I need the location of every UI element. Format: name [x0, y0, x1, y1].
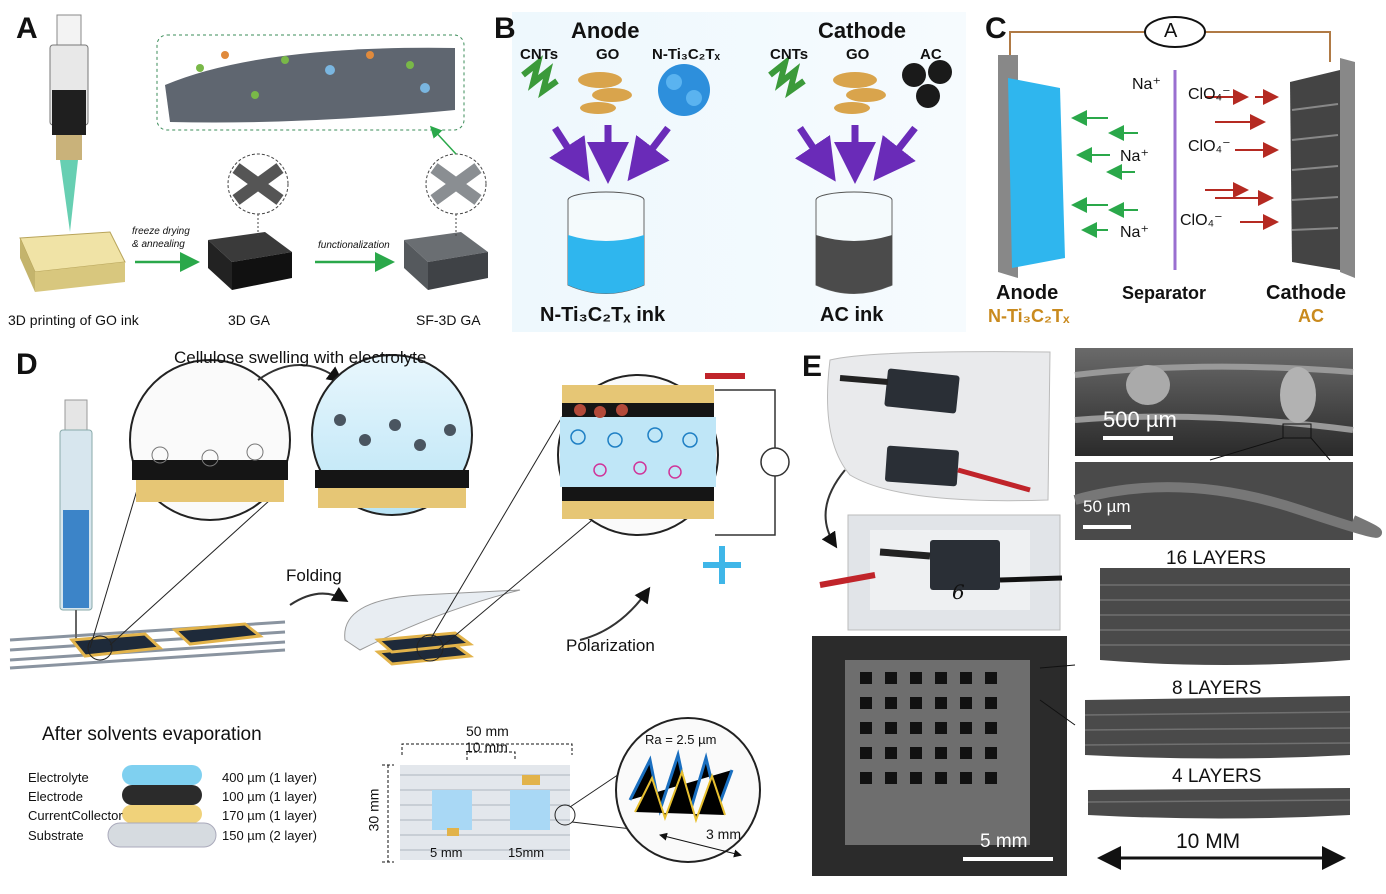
arrow-label-annealing: & annealing [132, 239, 185, 250]
dim-15mm: 15mm [508, 845, 545, 860]
panel-b [512, 12, 966, 332]
arrow-label-freeze-drying: freeze drying [132, 226, 190, 237]
anode-item-go: GO [596, 46, 620, 63]
panel-letter-b: B [494, 12, 516, 45]
label-16-layers: 16 LAYERS [1166, 548, 1266, 569]
caption-sf-3d-ga: SF-3D GA [416, 312, 481, 328]
anode-item-nti3c2tx: N-Ti₃C₂Tₓ [652, 46, 720, 63]
layer-name-electrolyte: Electrolyte [28, 770, 89, 785]
panel-d [9, 354, 790, 863]
c-cathode-label: Cathode [1266, 282, 1346, 304]
cathode-item-cnts: CNTs [770, 46, 809, 63]
ion-na-3: Na⁺ [1120, 224, 1149, 241]
c-cathode-material: AC [1298, 306, 1324, 326]
cathode-ink-label: AC ink [820, 304, 884, 326]
polarization-label: Polarization [566, 636, 655, 655]
dim-30mm: 30 mm [365, 788, 382, 832]
c-anode-material: N-Ti₃C₂Tₓ [988, 306, 1070, 326]
anode-title: Anode [571, 18, 640, 43]
scale-500um: 500 µm [1103, 407, 1177, 432]
cathode-item-go: GO [846, 46, 870, 63]
scale-50um: 50 µm [1083, 497, 1131, 516]
roughness-label: Ra = 2.5 µm [645, 732, 717, 747]
scale-10mm: 10 MM [1176, 830, 1241, 853]
anode-item-cnts: CNTs [520, 46, 559, 63]
label-4-layers: 4 LAYERS [1172, 766, 1262, 787]
panel-e [812, 348, 1382, 876]
cathode-title: Cathode [818, 18, 906, 43]
label-8-layers: 8 LAYERS [1172, 678, 1262, 699]
swelling-label: Cellulose swelling with electrolyte [174, 348, 427, 367]
panel-c [998, 16, 1355, 278]
panel-letter-e: E [802, 350, 823, 383]
panel-letter-c: C [985, 12, 1007, 45]
anode-ink-label: N-Ti₃C₂Tₓ ink [540, 304, 666, 326]
layer-name-electrode: Electrode [28, 789, 83, 804]
panel-letter-a: A [16, 12, 38, 45]
dim-5mm: 5 mm [430, 845, 463, 860]
caption-3d-ga: 3D GA [228, 312, 271, 328]
after-evaporation-label: After solvents evaporation [42, 724, 262, 745]
pouch-marker-digit: 6 [952, 580, 965, 604]
panel-a [19, 14, 488, 292]
dim-10mm: 10 mm [465, 739, 508, 755]
layer-thickness-substrate: 150 µm (2 layer) [222, 828, 317, 843]
layer-thickness-electrolyte: 400 µm (1 layer) [222, 770, 317, 785]
dim-50mm: 50 mm [466, 723, 509, 739]
scale-5mm: 5 mm [980, 831, 1028, 852]
ammeter-label: A [1164, 20, 1178, 42]
folding-label: Folding [286, 566, 342, 585]
caption-3d-printing: 3D printing of GO ink [8, 312, 139, 328]
arrow-label-functionalization: functionalization [318, 240, 390, 251]
layer-name-current-collector: CurrentCollector [28, 808, 123, 823]
c-anode-label: Anode [996, 282, 1059, 304]
layer-name-substrate: Substrate [28, 828, 84, 843]
dim-3mm: 3 mm [706, 826, 741, 842]
ion-clo4-3: ClO₄⁻ [1180, 212, 1223, 229]
panel-letter-d: D [16, 348, 38, 381]
ion-clo4-2: ClO₄⁻ [1188, 138, 1231, 155]
ion-na-1: Na⁺ [1132, 76, 1161, 93]
layer-thickness-electrode: 100 µm (1 layer) [222, 789, 317, 804]
cathode-item-ac: AC [920, 46, 942, 63]
c-separator-label: Separator [1122, 283, 1207, 303]
ion-clo4-1: ClO₄⁻ [1188, 86, 1231, 103]
layer-thickness-current-collector: 170 µm (1 layer) [222, 808, 317, 823]
ion-na-2: Na⁺ [1120, 148, 1149, 165]
